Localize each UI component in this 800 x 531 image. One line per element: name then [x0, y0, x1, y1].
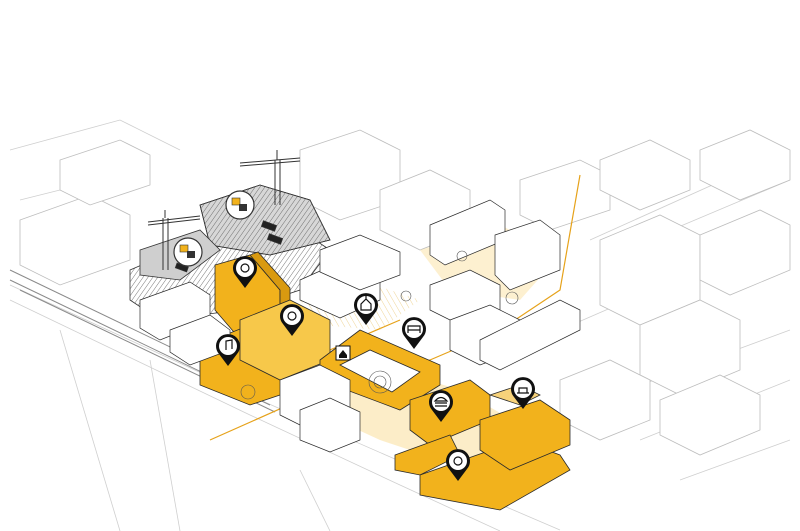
pin-wellbeing[interactable] [446, 449, 470, 481]
reading-person-icon [240, 263, 250, 273]
wellbeing-icon [453, 456, 463, 466]
laptop-person-icon [517, 387, 529, 394]
campus-buildings [139, 199, 581, 453]
tower-crane-icon [239, 150, 301, 205]
cycle-arrows-icon [173, 237, 203, 267]
music-note-icon [225, 339, 233, 350]
pin-food[interactable] [428, 390, 453, 422]
pin-learning[interactable] [511, 377, 536, 409]
cycle-arrows-icon [225, 190, 255, 220]
context-buildings [19, 129, 791, 456]
pin-church[interactable] [353, 293, 378, 325]
pin-workshop[interactable] [402, 317, 426, 349]
burger-icon [433, 396, 449, 407]
pin-music[interactable] [216, 334, 240, 366]
pin-innovation[interactable] [280, 304, 304, 336]
workshop-icon [407, 325, 421, 333]
pin-library[interactable] [233, 256, 258, 288]
church-icon [360, 296, 372, 311]
lightbulb-gear-icon [287, 311, 297, 321]
tower-crane-icon [147, 210, 201, 270]
house-icon[interactable] [335, 345, 351, 361]
plaza-rose [240, 250, 519, 400]
